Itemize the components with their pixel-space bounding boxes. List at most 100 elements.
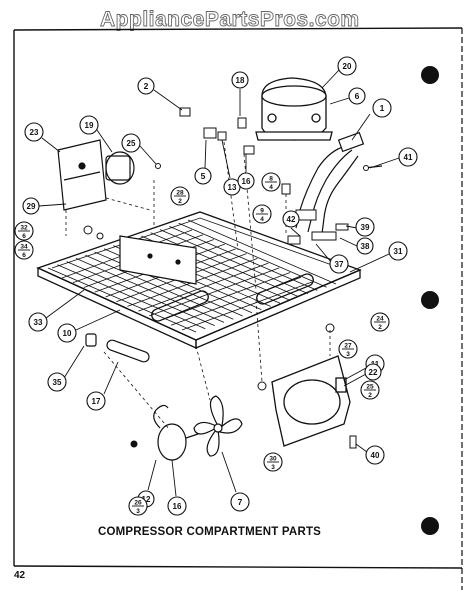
fraction-numerator: 32 (20, 225, 28, 232)
callout-38-23: 38 (339, 237, 374, 255)
callout-42-27: 42 (282, 210, 301, 237)
callout-number: 18 (236, 76, 245, 85)
fraction-numerator: 27 (344, 343, 352, 350)
condenser-coil (47, 219, 337, 333)
callout-33-20: 33 (28, 289, 85, 332)
fraction-callout-28-2: 282 (170, 186, 190, 206)
callout-number: 22 (369, 368, 378, 377)
callout-number: 19 (85, 121, 94, 130)
callout-6-3: 6 (329, 87, 366, 105)
callout-number: 13 (228, 183, 237, 192)
fraction-numerator: 9 (260, 208, 264, 215)
fraction-callout-32-6: 326 (14, 221, 34, 241)
callout-number: 23 (30, 128, 39, 137)
fraction-denominator: 4 (260, 216, 264, 223)
callout-number: 17 (92, 397, 101, 406)
fraction-denominator: 2 (178, 198, 182, 205)
fan-shroud-part (271, 355, 351, 447)
fan-motor-part (153, 404, 199, 461)
fan-motor-bracket-part (57, 139, 107, 211)
callout-number: 38 (361, 242, 370, 251)
fraction-callout-34-6: 346 (14, 240, 34, 260)
fraction-denominator: 2 (368, 392, 372, 399)
fraction-callout-8-4: 84 (261, 172, 281, 192)
callout-40-25: 40 (355, 443, 385, 465)
callout-number: 33 (34, 318, 43, 327)
callout-16-9: 16 (237, 154, 255, 190)
fraction-callout-26-3: 263 (128, 496, 148, 516)
callout-number: 31 (394, 247, 403, 256)
fraction-denominator: 2 (378, 324, 382, 331)
fraction-callout-9-4: 94 (252, 204, 272, 224)
callout-35-21: 35 (47, 345, 85, 392)
callout-number: 35 (53, 378, 62, 387)
callout-31-19: 31 (349, 241, 408, 273)
fan-blade-part (193, 395, 243, 457)
callout-number: 25 (127, 139, 136, 148)
callout-number: 42 (287, 215, 296, 224)
binder-hole-bottom (421, 517, 439, 535)
callout-number: 1 (380, 103, 385, 113)
fraction-numerator: 26 (134, 500, 142, 507)
callout-17-11: 17 (86, 361, 119, 411)
start-relay-part (105, 151, 135, 185)
fraction-callout-24-2: 242 (370, 312, 390, 332)
callout-1-0: 1 (351, 98, 392, 141)
callout-number: 16 (173, 502, 182, 511)
callout-number: 5 (201, 171, 206, 181)
fraction-denominator: 6 (22, 233, 26, 240)
fraction-numerator: 8 (269, 176, 273, 183)
page-border (13, 27, 463, 590)
callout-number: 16 (242, 177, 251, 186)
fraction-denominator: 3 (346, 351, 350, 358)
fraction-denominator: 3 (271, 464, 275, 471)
callout-39-24: 39 (345, 217, 375, 237)
callout-number: 39 (361, 223, 370, 232)
fraction-denominator: 6 (22, 252, 26, 259)
callout-number: 20 (343, 62, 352, 71)
binder-hole-middle (421, 291, 439, 309)
callout-37-22: 37 (315, 243, 349, 274)
fraction-numerator: 24 (376, 316, 384, 323)
page-number: 42 (14, 570, 26, 581)
drain-tube-part (85, 333, 150, 363)
callout-20-14: 20 (321, 56, 357, 89)
callout-41-26: 41 (369, 147, 418, 169)
callout-number: 12 (142, 495, 151, 504)
callout-number: 7 (238, 497, 243, 507)
condenser-bracket-part (119, 235, 197, 285)
fraction-callout-27-3: 273 (338, 339, 358, 359)
callout-number: 6 (355, 91, 360, 101)
callout-number: 29 (27, 202, 36, 211)
callout-number: 41 (404, 153, 413, 162)
callout-25-17: 25 (121, 133, 157, 165)
callout-18-12: 18 (231, 71, 249, 116)
small-hardware-parts (83, 107, 369, 449)
callout-19-13: 19 (79, 115, 113, 153)
base-pan-part (36, 211, 362, 350)
callout-23-16: 23 (24, 122, 61, 153)
callout-number: 2 (144, 81, 149, 91)
callout-10-5: 10 (57, 309, 121, 343)
callout-5-2: 5 (194, 139, 212, 185)
fraction-denominator: 4 (269, 184, 273, 191)
callout-number: 40 (371, 451, 380, 460)
compressor-part (255, 77, 333, 141)
callout-number: 10 (63, 329, 72, 338)
callout-13-8: 13 (221, 139, 241, 196)
callout-16-10: 16 (167, 459, 187, 516)
callout-29-18: 29 (22, 197, 67, 215)
fraction-numerator: 28 (176, 190, 184, 197)
fraction-numerator: 34 (20, 244, 28, 251)
callout-22-15: 22 (343, 363, 382, 387)
fraction-callout-25-2: 252 (360, 380, 380, 400)
callout-number: 37 (335, 260, 344, 269)
diagram-caption: COMPRESSOR COMPARTMENT PARTS (98, 526, 322, 538)
callout-7-4: 7 (221, 451, 250, 512)
fraction-denominator: 3 (136, 508, 140, 515)
fraction-callout-30-3: 303 (263, 452, 283, 472)
binder-hole-top (421, 66, 439, 84)
